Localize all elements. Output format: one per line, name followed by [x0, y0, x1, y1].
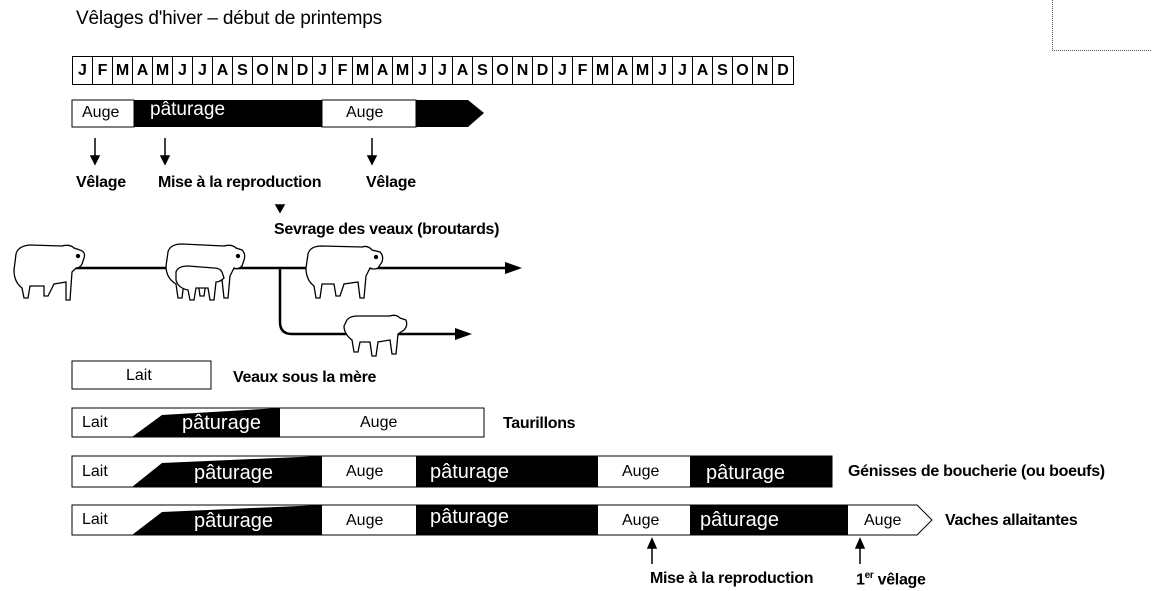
- month-cell: M: [353, 57, 373, 84]
- month-cell: S: [233, 57, 253, 84]
- cow-icon-3: [305, 245, 384, 299]
- month-cell: J: [413, 57, 433, 84]
- month-cell: D: [777, 61, 789, 79]
- month-cell: M: [633, 57, 653, 84]
- month-cell: O: [493, 57, 513, 84]
- month-cell: F: [333, 57, 353, 84]
- event-velage-1: Vêlage: [76, 174, 126, 191]
- genisses-label: Génisses de boucherie (ou boeufs): [848, 463, 1105, 480]
- diagram-title: Vêlages d'hiver – début de printemps: [76, 8, 382, 29]
- month-cell: A: [453, 57, 473, 84]
- month-cell: M: [593, 57, 613, 84]
- month-cell: A: [133, 57, 153, 84]
- cow-icons: [13, 243, 408, 357]
- vaches-paturage-3-label: pâturage: [700, 509, 779, 531]
- month-cell: J: [313, 57, 333, 84]
- genisses-lait-label: Lait: [82, 463, 108, 480]
- month-cell: N: [753, 57, 773, 84]
- genisses-auge-2-label: Auge: [622, 463, 660, 480]
- veaux-lait-box: [71, 360, 212, 390]
- genisses-bar: [71, 455, 833, 488]
- event-arrows: [89, 138, 378, 214]
- vaches-auge-1-label: Auge: [346, 512, 384, 529]
- bottom-event-premier-velage: 1er vêlage: [856, 570, 926, 589]
- month-cell: D: [293, 57, 313, 84]
- genisses-paturage-1-label: pâturage: [194, 462, 273, 484]
- sevrage-marker: [274, 204, 286, 214]
- top-bar-paturage-label: pâturage: [150, 99, 226, 120]
- month-cell: D: [533, 57, 553, 84]
- month-cell: S: [473, 57, 493, 84]
- vaches-label: Vaches allaitantes: [945, 512, 1078, 529]
- month-cell: N: [273, 57, 293, 84]
- herd-timeline: [60, 262, 522, 340]
- month-cell: O: [253, 57, 273, 84]
- month-cell: M: [393, 57, 413, 84]
- month-cell: S: [713, 57, 733, 84]
- month-cell: J: [553, 57, 573, 84]
- month-cell: A: [373, 57, 393, 84]
- month-cell: A: [213, 57, 233, 84]
- vaches-bar: [71, 504, 933, 536]
- month-cell: J: [73, 57, 93, 84]
- month-cell: M: [153, 57, 173, 84]
- top-bar-paturage: [134, 100, 322, 127]
- vaches-paturage-1-label: pâturage: [194, 510, 273, 532]
- taurillons-bar: [71, 407, 485, 438]
- month-cell: J: [653, 57, 673, 84]
- top-bar-auge-1: [71, 99, 135, 128]
- month-cell: J: [173, 57, 193, 84]
- bottom-event-mise-reproduction: Mise à la reproduction: [650, 570, 814, 587]
- month-cell: J: [673, 57, 693, 84]
- top-bar-auge-2: [321, 99, 417, 128]
- cow-icon-2: [165, 243, 246, 301]
- vaches-auge-2-label: Auge: [622, 512, 660, 529]
- taurillons-auge-label: Auge: [360, 414, 398, 431]
- genisses-paturage-2-label: pâturage: [430, 461, 509, 483]
- taurillons-label: Taurillons: [503, 415, 576, 432]
- veaux-lait-label: Lait: [126, 367, 152, 384]
- genisses-paturage-3-label: pâturage: [706, 462, 785, 484]
- dotted-corner-box: [1052, 0, 1152, 51]
- month-cell: A: [693, 57, 713, 84]
- top-bar-auge-1-label: Auge: [82, 104, 120, 121]
- month-cell: J: [193, 57, 213, 84]
- vaches-lait-label: Lait: [82, 511, 108, 528]
- top-bar-auge-2-label: Auge: [346, 104, 384, 121]
- event-mise-reproduction: Mise à la reproduction: [158, 174, 322, 191]
- month-cell: N: [513, 57, 533, 84]
- month-cell: F: [93, 57, 113, 84]
- top-bar-arrow-end: [416, 100, 484, 127]
- genisses-auge-1-label: Auge: [346, 463, 384, 480]
- vaches-paturage-2-label: pâturage: [430, 506, 509, 528]
- month-cell: O: [733, 57, 753, 84]
- taurillons-lait-label: Lait: [82, 414, 108, 431]
- vaches-auge-3-label: Auge: [864, 512, 902, 529]
- veaux-label: Veaux sous la mère: [233, 369, 377, 386]
- event-sevrage: Sevrage des veaux (broutards): [274, 221, 500, 238]
- month-cell: F: [573, 57, 593, 84]
- top-bar: [71, 99, 484, 128]
- month-cell: J: [433, 57, 453, 84]
- taurillons-paturage-label: pâturage: [182, 412, 261, 434]
- cow-icon-1: [13, 244, 86, 301]
- event-velage-2: Vêlage: [366, 174, 416, 191]
- bottom-event-arrows: [646, 537, 866, 564]
- month-cell: M: [113, 57, 133, 84]
- calf-icon: [343, 314, 408, 357]
- month-cell: A: [613, 57, 633, 84]
